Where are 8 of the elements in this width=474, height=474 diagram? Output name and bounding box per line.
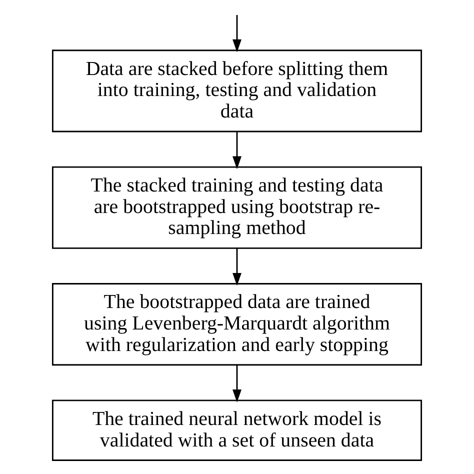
node-box: The bootstrapped data are trained using Levenberg-Marquardt algorithm with regularization and early stopping [52, 283, 422, 366]
arrow [232, 132, 242, 170]
arrow [232, 248, 242, 286]
node-box: The trained neural network model is validated with a set of unseen data [52, 400, 422, 461]
node-box: Data are stacked before splitting them into training, testing and validation data [52, 50, 422, 132]
arrow [232, 15, 242, 52]
arrow [232, 365, 242, 402]
node-box: The stacked training and testing data are bootstrapped using bootstrap re-sampling method [52, 166, 422, 249]
